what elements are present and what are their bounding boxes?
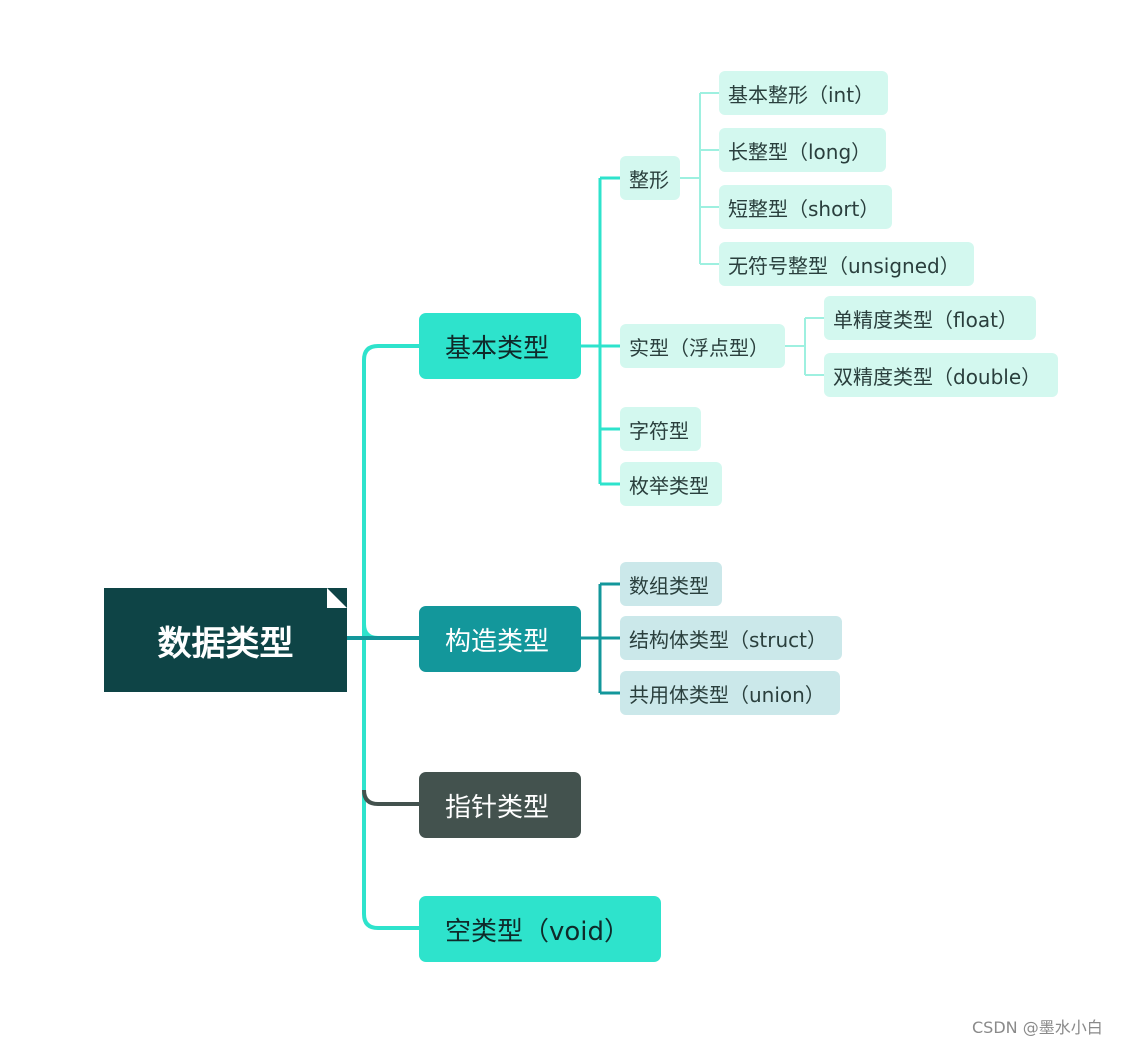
node-constructed-types-label: 构造类型 xyxy=(445,626,550,657)
connector-real-children xyxy=(785,317,824,376)
node-float-label: 单精度类型（float） xyxy=(833,307,1018,332)
connector-root-void xyxy=(362,624,419,930)
node-char[interactable]: 字符型 xyxy=(620,407,701,451)
connector-integer-children xyxy=(680,92,719,265)
node-integer-label: 整形 xyxy=(629,167,669,192)
node-float[interactable]: 单精度类型（float） xyxy=(824,296,1036,340)
node-basic-types[interactable]: 基本类型 xyxy=(419,313,581,379)
root-node[interactable]: 数据类型 xyxy=(104,588,347,692)
node-pointer-types-label: 指针类型 xyxy=(445,792,550,823)
node-real[interactable]: 实型（浮点型） xyxy=(620,324,785,368)
node-array[interactable]: 数组类型 xyxy=(620,562,722,606)
node-enum[interactable]: 枚举类型 xyxy=(620,462,722,506)
watermark: CSDN @墨水小白 xyxy=(972,1018,1103,1037)
node-union[interactable]: 共用体类型（union） xyxy=(620,671,840,715)
node-constructed-types[interactable]: 构造类型 xyxy=(419,606,581,672)
node-integer[interactable]: 整形 xyxy=(620,156,680,200)
connector-root-pointer xyxy=(362,789,419,806)
node-double-label: 双精度类型（double） xyxy=(833,364,1042,389)
node-enum-label: 枚举类型 xyxy=(629,473,709,498)
node-long-label: 长整型（long） xyxy=(728,139,872,164)
node-basic-types-label: 基本类型 xyxy=(445,333,550,364)
node-unsigned-label: 无符号整型（unsigned） xyxy=(728,253,960,278)
connector-basic-children xyxy=(581,176,620,486)
node-real-label: 实型（浮点型） xyxy=(629,335,769,360)
node-void-type-label: 空类型（void） xyxy=(445,916,631,947)
node-double[interactable]: 双精度类型（double） xyxy=(824,353,1058,397)
node-pointer-types[interactable]: 指针类型 xyxy=(419,772,581,838)
node-short[interactable]: 短整型（short） xyxy=(719,185,892,229)
node-short-label: 短整型（short） xyxy=(728,196,880,221)
connector-root-basic xyxy=(347,344,419,640)
node-long[interactable]: 长整型（long） xyxy=(719,128,886,172)
node-array-label: 数组类型 xyxy=(629,573,709,598)
node-int[interactable]: 基本整形（int） xyxy=(719,71,888,115)
node-struct-label: 结构体类型（struct） xyxy=(629,627,827,652)
node-void-type[interactable]: 空类型（void） xyxy=(419,896,661,962)
connector-struct-children xyxy=(581,582,620,695)
node-union-label: 共用体类型（union） xyxy=(629,682,825,707)
page-fold-icon xyxy=(327,588,347,608)
root-label: 数据类型 xyxy=(157,623,294,664)
node-int-label: 基本整形（int） xyxy=(728,82,875,107)
node-struct[interactable]: 结构体类型（struct） xyxy=(620,616,842,660)
node-char-label: 字符型 xyxy=(629,418,689,443)
node-unsigned[interactable]: 无符号整型（unsigned） xyxy=(719,242,974,286)
